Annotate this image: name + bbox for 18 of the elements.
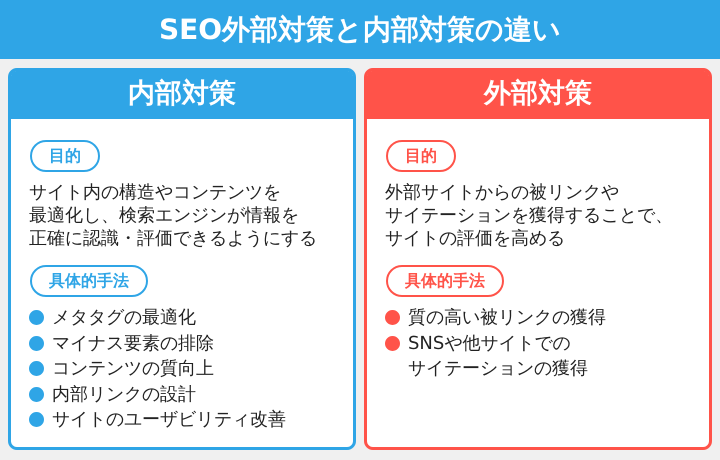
list-item-text: 内部リンクの設計 — [52, 382, 196, 406]
description-text: 外部サイトからの被リンクやサイテーションを獲得することで、サイトの評価を高める — [385, 181, 674, 250]
list-item-text: メタタグの最適化 — [52, 306, 196, 330]
list-item-text: サイトのユーザビリティ改善 — [52, 408, 286, 432]
description-text: サイト内の構造やコンテンツを最適化し、検索エンジンが情報を正確に認識・評価できるようにする — [29, 181, 318, 250]
panel-card — [8, 68, 356, 450]
panel-header: 外部対策 — [367, 71, 709, 119]
list-item-text: 質の高い被リンクの獲得 — [408, 306, 606, 330]
section-tag: 具体的手法 — [30, 265, 148, 297]
section-tag: 具体的手法 — [386, 265, 504, 297]
section-tag: 目的 — [386, 140, 456, 172]
list-item-text: マイナス要素の排除 — [52, 332, 214, 356]
list-item-text: SNSや他サイトでのサイテーションの獲得 — [408, 332, 589, 381]
panel-header: 内部対策 — [11, 71, 353, 119]
section-tag: 目的 — [30, 140, 100, 172]
list-item-text: コンテンツの質向上 — [52, 357, 214, 381]
title-banner: SEO外部対策と内部対策の違い — [0, 0, 720, 59]
panel-card — [364, 68, 712, 450]
